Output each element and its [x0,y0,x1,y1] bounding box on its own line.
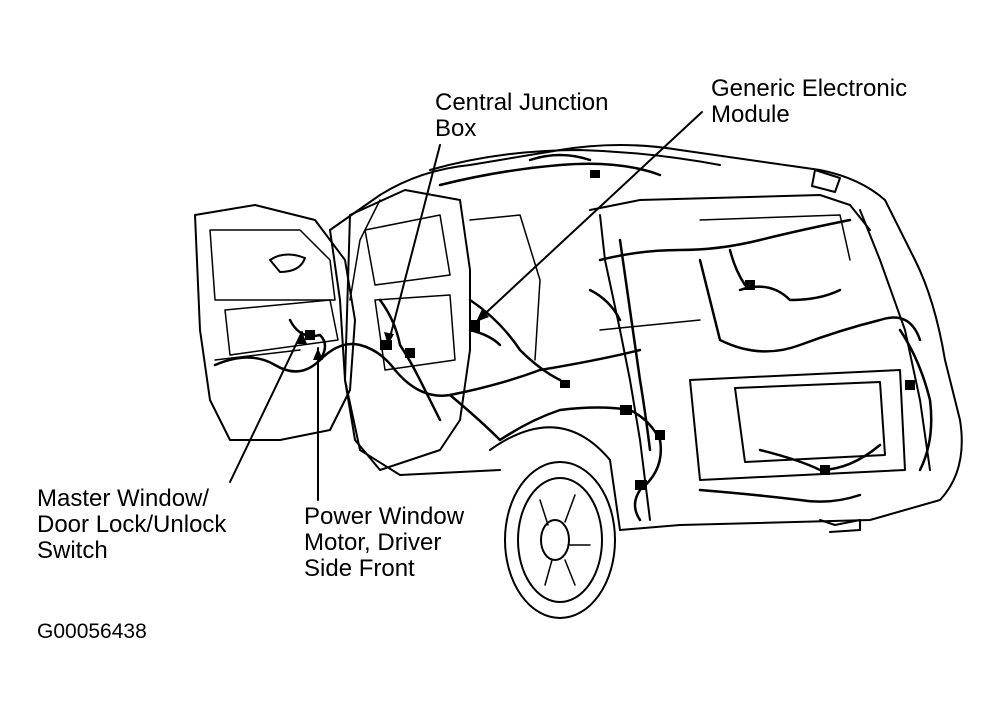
label-line: Central Junction [435,89,609,116]
leader-master-window-switch [229,331,303,483]
figure-id: G00056438 [37,620,147,643]
label-line: Power Window [304,503,465,530]
leader-generic-electronic-module [475,111,703,323]
label-line: Motor, Driver [304,529,442,556]
central-junction-box-label: Central Junction Box [435,90,608,142]
power-window-motor-label: Power Window Motor, Driver Side Front [304,504,464,582]
leader-lines [229,111,703,501]
vehicle-body [329,144,963,533]
leader-central-junction-box [387,144,441,346]
master-window-switch-label: Master Window/ Door Lock/Unlock Switch [37,486,226,564]
connector-blocks [305,170,915,490]
open-front-door [194,204,356,441]
label-line: Side Front [304,555,415,582]
label-line: Door Lock/Unlock [37,511,227,538]
label-line: Switch [37,537,108,564]
rear-wheel [489,426,621,619]
label-line: Generic Electronic [711,75,908,102]
label-line: Master Window/ [37,485,210,512]
leader-arrowheads [297,309,489,360]
label-line: Module [711,101,790,128]
label-line: Box [435,115,477,142]
generic-electronic-module-label: Generic Electronic Module [711,76,907,128]
